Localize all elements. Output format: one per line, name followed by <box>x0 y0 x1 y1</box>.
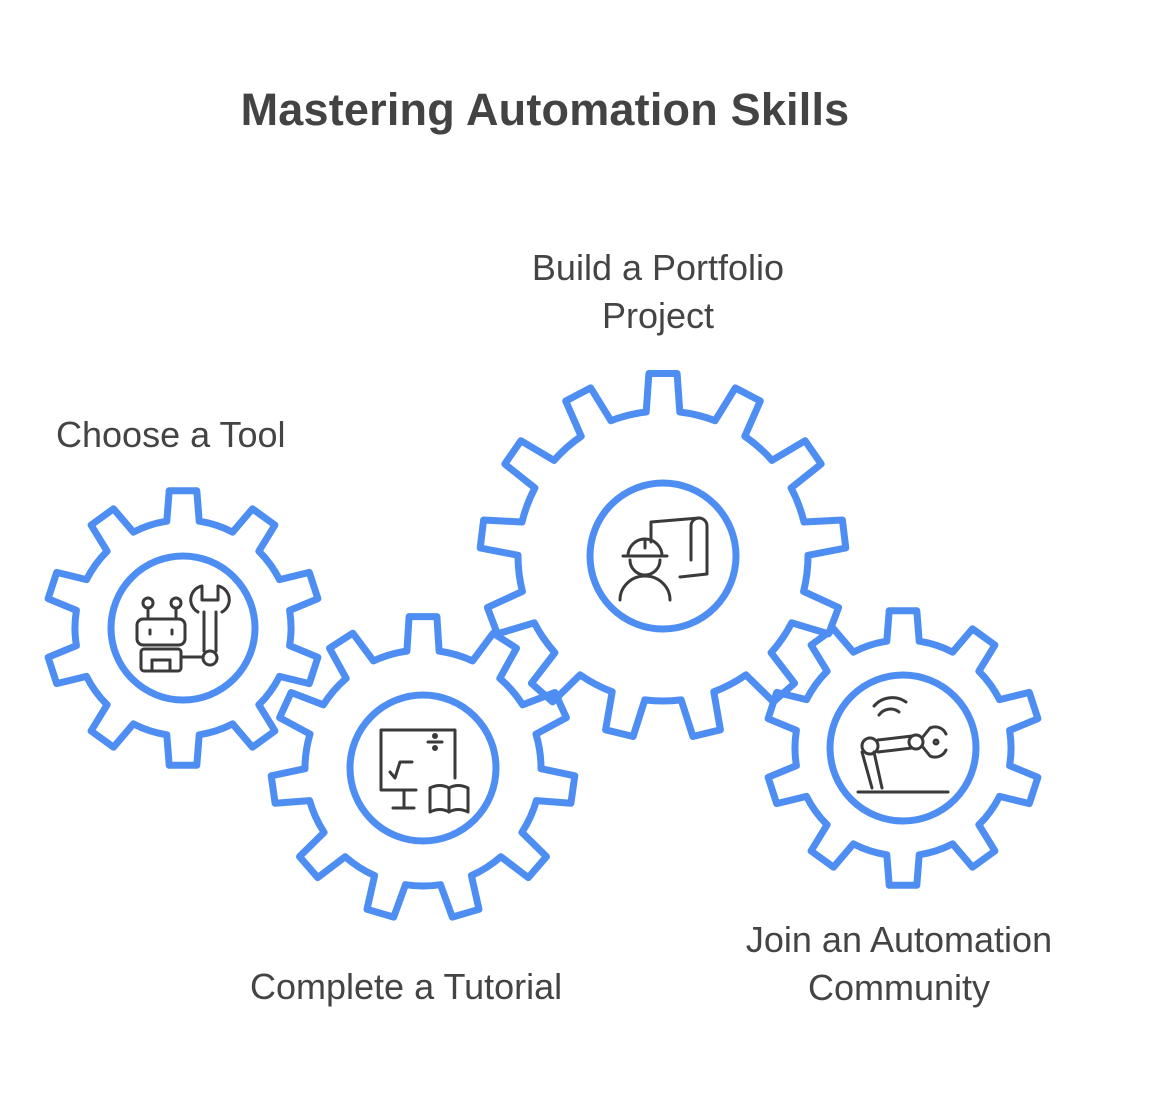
gear-complete-tutorial <box>267 613 579 921</box>
step-label-join-community-line-1: Join an Automation <box>745 919 1053 960</box>
step-label-join-community: Join an Automation Community <box>719 916 1079 1012</box>
gear-hub-build-portfolio <box>586 479 740 633</box>
step-label-build-portfolio-line-1: Build a Portfolio <box>531 247 785 288</box>
gear-outline-join-community <box>764 607 1042 889</box>
gear-hub-complete-tutorial <box>346 691 500 845</box>
gear-build-portfolio <box>476 370 850 740</box>
step-label-choose-tool: Choose a Tool <box>56 414 286 455</box>
robot-wrench-icon <box>135 584 231 673</box>
computer-book-icon <box>379 728 470 814</box>
gear-outline-build-portfolio <box>476 370 850 740</box>
gear-join-community <box>764 607 1042 889</box>
diagram-title: Mastering Automation Skills <box>240 84 850 135</box>
step-label-join-community-line-2: Community <box>807 967 991 1008</box>
step-label-build-portfolio-line-2: Project <box>601 295 715 336</box>
robotic-arm-icon <box>856 696 950 794</box>
step-label-complete-tutorial: Complete a Tutorial <box>250 966 563 1007</box>
gear-outline-choose-tool <box>44 487 322 769</box>
gear-choose-tool <box>44 487 322 769</box>
step-label-build-portfolio: Build a Portfolio Project <box>508 244 808 340</box>
engineer-blueprint-icon <box>618 516 709 602</box>
gear-hub-join-community <box>826 671 980 825</box>
gear-hub-choose-tool <box>107 552 259 704</box>
gear-outline-complete-tutorial <box>267 613 579 921</box>
